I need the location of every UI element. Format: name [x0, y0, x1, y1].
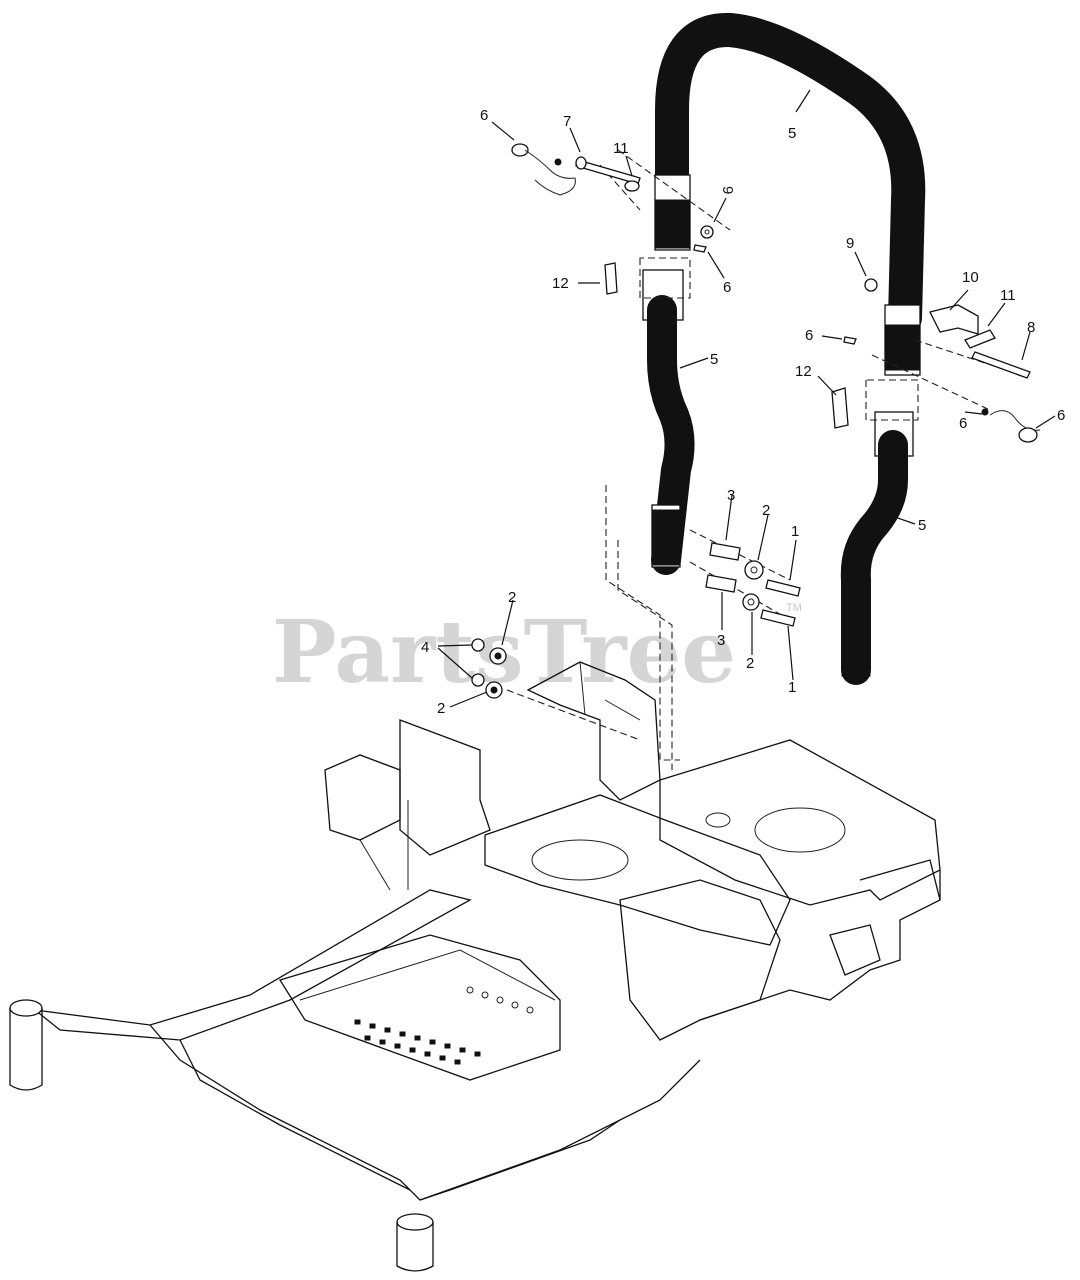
retainer-right: [964, 329, 996, 349]
nut-left: [700, 225, 714, 239]
callout-2: 2: [437, 700, 445, 717]
hardware: [471, 143, 1041, 699]
callout-2: 2: [746, 655, 754, 672]
callout-6: 6: [959, 415, 967, 432]
callout-1: 1: [788, 679, 796, 696]
right-hoop-end: [885, 324, 920, 371]
callout-2: 2: [762, 502, 770, 519]
retainer-left: [624, 180, 640, 192]
callout-11: 11: [1000, 287, 1016, 304]
callout-12: 12: [795, 363, 812, 380]
callout-5: 5: [788, 125, 796, 142]
alignment-guides: [506, 149, 1001, 770]
floor-pan: [278, 934, 561, 1081]
callout-3: 3: [717, 632, 725, 649]
left-upright: [399, 719, 491, 856]
right-mid-bracket: [619, 879, 781, 1041]
rops-lower-right-tube: [840, 411, 914, 685]
bolt-upper: [765, 579, 801, 597]
floor-vent-holes: [354, 986, 534, 1065]
callout-5: 5: [918, 517, 926, 534]
center-channel: [484, 794, 791, 946]
nut-frame-lower: [471, 673, 485, 687]
nut-right: [864, 278, 878, 292]
clevis-pin-right: [971, 351, 1031, 379]
callout-8: 8: [1027, 319, 1035, 336]
bolt-lower: [760, 609, 796, 627]
callout-4: 4: [421, 639, 429, 656]
rops-lower-left-tube: [642, 269, 695, 575]
washer-lower: [742, 593, 760, 611]
callout-labels: 6 7 11 9 6 12 5 5 9 10 11 8 6 12 6 6 5 3…: [421, 107, 1065, 717]
hitch-pin-ring-left: [511, 143, 529, 157]
watermark-trademark: TM: [786, 602, 802, 614]
spacer-lower: [705, 574, 737, 593]
callout-10: 10: [962, 269, 979, 286]
nut-frame-upper: [471, 638, 485, 652]
callout-6: 6: [723, 279, 731, 296]
callout-6: 6: [1057, 407, 1065, 424]
left-hoop-end: [655, 199, 690, 249]
callout-3: 3: [727, 487, 735, 504]
latch-plate-right: [831, 387, 849, 429]
latch-plate-left: [604, 262, 618, 295]
callout-12: 12: [552, 275, 569, 292]
callout-5: 5: [710, 351, 718, 368]
caster-right: [396, 1213, 434, 1272]
callout-6: 6: [480, 107, 488, 124]
front-rail-left: [32, 889, 472, 1041]
callout-11: 11: [613, 140, 629, 157]
latch-bracket: [929, 304, 979, 335]
callout-6: 6: [805, 327, 813, 344]
caster-left: [9, 999, 43, 1091]
callout-9: 9: [719, 186, 736, 194]
callout-7: 7: [563, 113, 571, 130]
callout-9: 9: [846, 235, 854, 252]
mower-frame: [9, 661, 941, 1272]
hitch-pin-ring-right: [1018, 427, 1038, 443]
callout-2: 2: [508, 589, 516, 606]
spacer-upper: [709, 542, 741, 561]
rops-mount-bracket: [526, 661, 661, 801]
left-fender: [324, 754, 401, 841]
rops-upper-hoop: [654, 13, 926, 376]
callout-leaders: [437, 89, 1056, 708]
rear-deck-plate: [659, 739, 941, 906]
washer-upper: [744, 560, 764, 580]
callout-1: 1: [791, 523, 799, 540]
